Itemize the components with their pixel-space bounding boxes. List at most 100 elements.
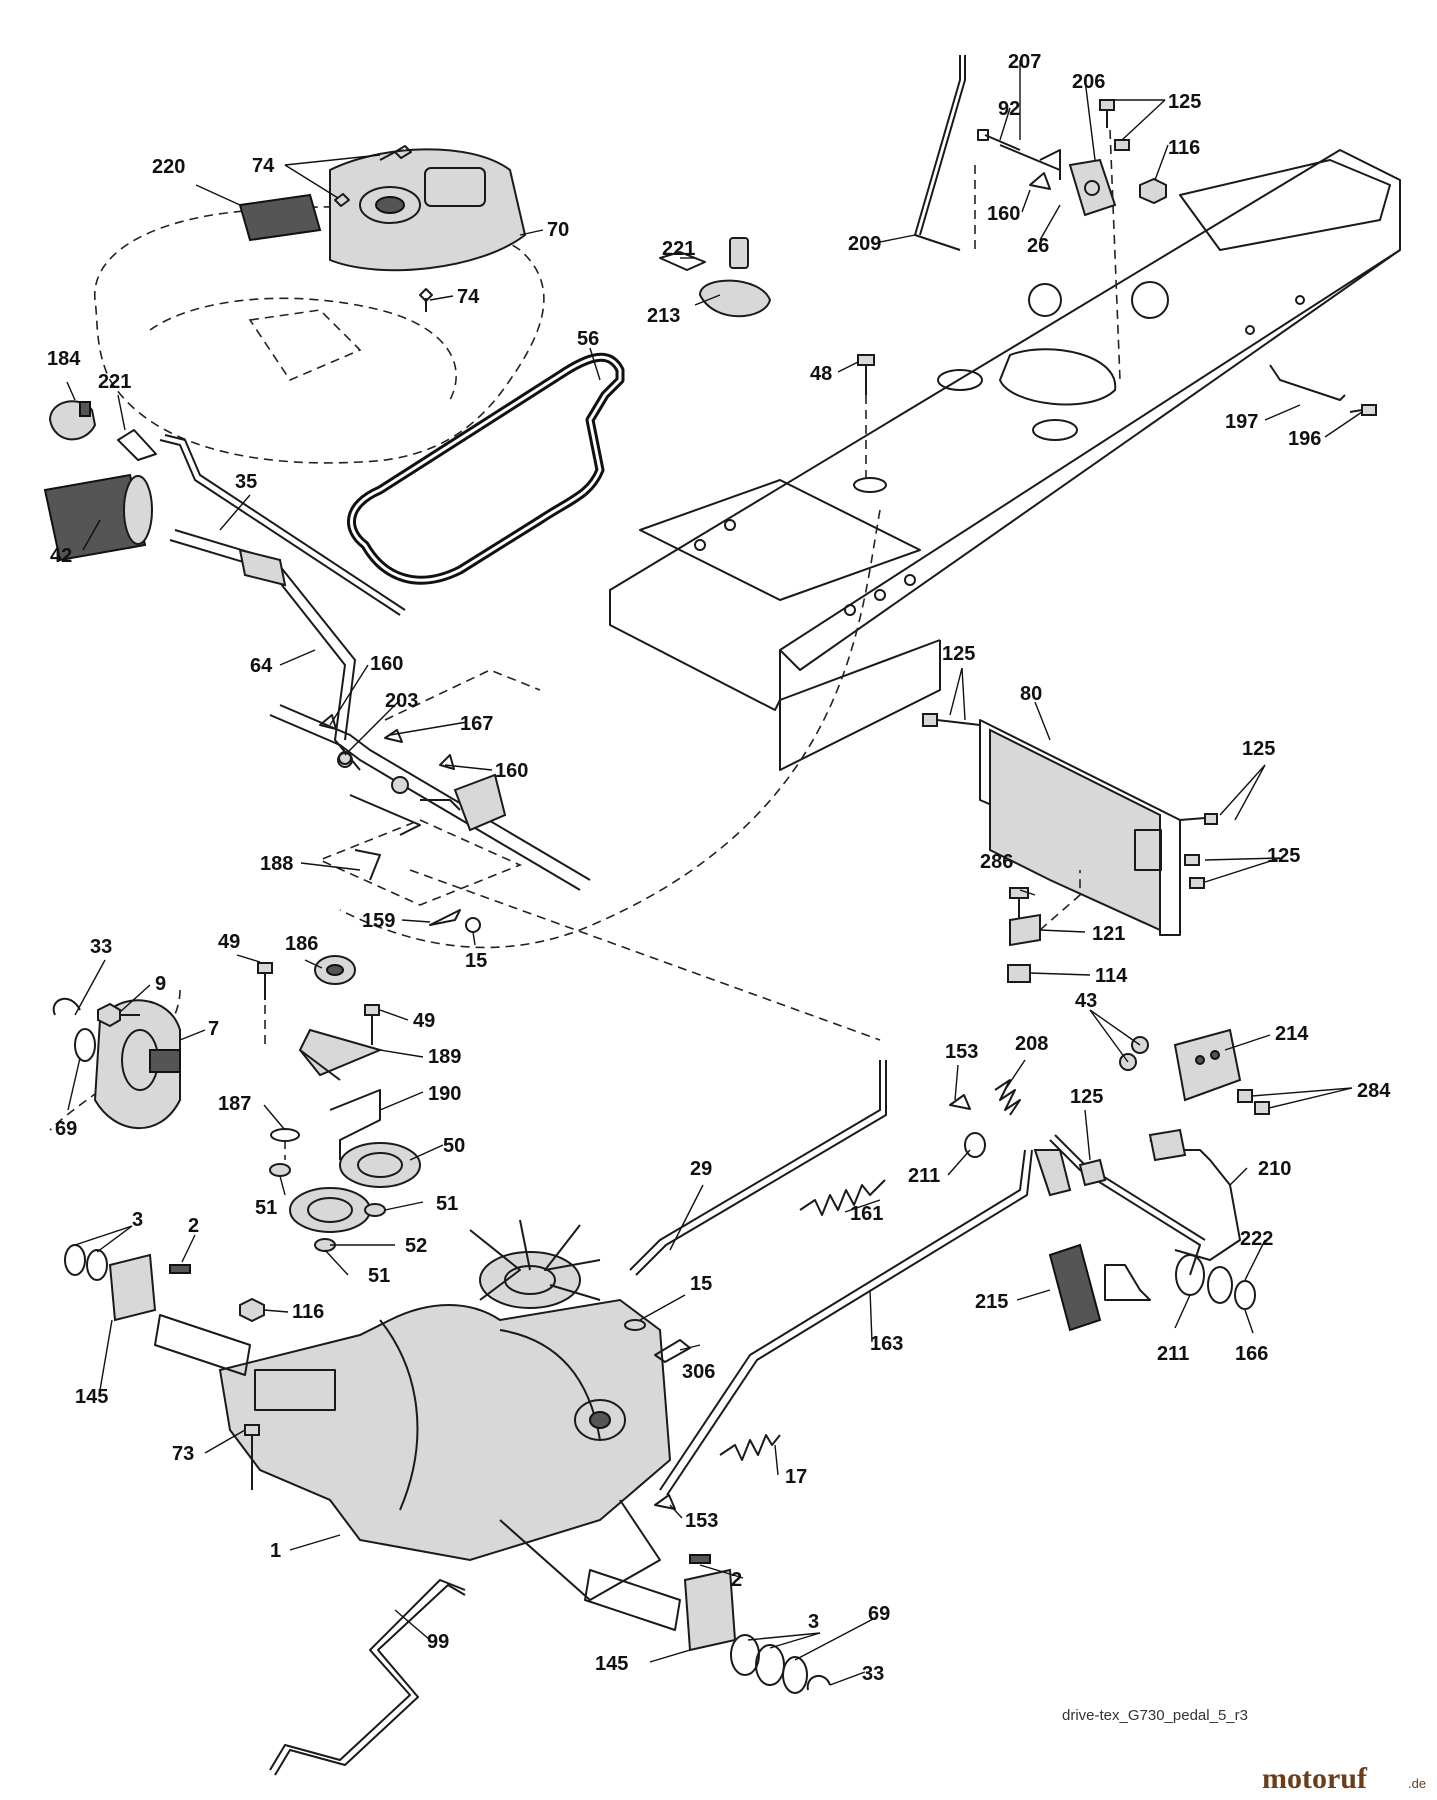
callout: 207	[1008, 51, 1041, 73]
callout: 160	[987, 203, 1020, 225]
arm-lower-pedal	[1104, 1264, 1151, 1301]
callout-labels: 220 74 70 74 221 213 56 184 221 35 42 64…	[47, 51, 1391, 1685]
washer-211-upper	[964, 1132, 986, 1158]
callout: 184	[47, 348, 81, 370]
key-2-right	[689, 1554, 711, 1564]
callout: 213	[647, 305, 680, 327]
callout: 17	[785, 1466, 807, 1488]
callout: 188	[260, 853, 293, 875]
arm-190	[329, 1089, 381, 1160]
callout: 211	[908, 1165, 940, 1187]
hub-7	[93, 999, 181, 1130]
callout: 125	[1242, 738, 1275, 760]
bracket-145-left	[108, 1253, 157, 1322]
nut-116-transaxle	[239, 1297, 265, 1323]
diagram-filename: drive-tex_G730_pedal_5_r3	[1062, 1707, 1248, 1724]
bolt-74-top	[379, 145, 412, 161]
shaft-64	[169, 529, 361, 771]
axle-right	[584, 1569, 681, 1631]
callout: 286	[980, 851, 1013, 873]
callout: 3	[132, 1209, 143, 1231]
pin-159-washer-15	[429, 909, 481, 933]
bolt-125-top	[1099, 99, 1130, 151]
belt-56	[347, 352, 625, 585]
axle-left	[154, 1314, 251, 1376]
clip-33-right	[806, 1675, 831, 1691]
callout: 49	[218, 931, 240, 953]
callout: 3	[808, 1611, 819, 1633]
callout: 116	[1168, 137, 1200, 159]
watermark-logo: motoruf .de	[1262, 1762, 1426, 1795]
callout: 208	[1015, 1033, 1048, 1055]
callout: 48	[810, 363, 832, 385]
callout: 145	[595, 1653, 628, 1675]
clip-33-left	[52, 997, 81, 1016]
bracket-80	[979, 719, 1181, 936]
callout: 222	[1240, 1228, 1273, 1250]
callout: 125	[942, 643, 975, 665]
pulley-52	[289, 1187, 371, 1233]
callout: 70	[547, 219, 569, 241]
clip-221-left	[117, 429, 157, 461]
callout: 187	[218, 1093, 251, 1115]
spring-208	[994, 1079, 1021, 1116]
callout: 80	[1020, 683, 1042, 705]
pin-153-upper	[949, 1094, 971, 1110]
rod-197	[1269, 364, 1346, 401]
callout: 56	[577, 328, 599, 350]
clip-221-top	[659, 251, 706, 271]
callout: 43	[1075, 990, 1097, 1012]
callout: 50	[443, 1135, 465, 1157]
callout: 42	[50, 545, 72, 567]
transaxle-1	[218, 1298, 672, 1601]
bolt-74-low	[419, 288, 433, 312]
pivot-207-206	[999, 144, 1117, 217]
bolt-196	[1349, 404, 1377, 416]
bolt-125-left	[922, 713, 981, 727]
bolt-74-mid	[334, 193, 350, 207]
callout: 125	[1070, 1086, 1103, 1108]
washer-69-left	[74, 1028, 96, 1062]
bolt-49-left	[257, 962, 273, 1000]
washers-3-right	[730, 1634, 785, 1686]
dashed-bracket-link	[1039, 870, 1081, 931]
lever-assembly-188	[269, 704, 591, 891]
callout: 33	[862, 1663, 884, 1685]
bolt-9	[97, 1002, 140, 1028]
bolt-125-right	[1179, 813, 1218, 889]
callout: 284	[1357, 1080, 1391, 1102]
callout: 29	[690, 1158, 712, 1180]
callout: 51	[368, 1265, 390, 1287]
callout: 145	[75, 1386, 108, 1408]
callout: 114	[1095, 965, 1128, 987]
callout: 51	[255, 1197, 277, 1219]
callout: 196	[1288, 428, 1321, 450]
callout: 221	[98, 371, 131, 393]
callout: 306	[682, 1361, 715, 1383]
bolt-92	[977, 129, 1021, 151]
callout: 121	[1092, 923, 1125, 945]
rod-99	[269, 1579, 466, 1776]
callout: 74	[252, 155, 275, 177]
pin-160-top	[1029, 172, 1051, 190]
leader-lines	[66, 60, 1363, 1686]
nut-114	[1007, 964, 1031, 983]
pedal-214	[1173, 1028, 1242, 1102]
spring-161	[799, 1179, 886, 1216]
callout: 69	[868, 1603, 890, 1625]
callout: 33	[90, 936, 112, 958]
callout: 211	[1157, 1343, 1189, 1365]
callout: 15	[465, 950, 487, 972]
watermark-brand: motoruf	[1262, 1762, 1368, 1795]
pin-153-lower	[654, 1494, 676, 1510]
decal-220	[238, 193, 322, 242]
bolt-286	[1009, 887, 1029, 920]
pedal-arm-210	[1148, 1128, 1241, 1261]
callout: 189	[428, 1046, 461, 1068]
rod-29	[629, 1060, 887, 1276]
frame	[609, 149, 1401, 771]
callout: 210	[1258, 1158, 1291, 1180]
bolt-125-pedal	[1078, 1158, 1107, 1187]
callout: 186	[285, 933, 318, 955]
callout: 15	[690, 1273, 712, 1295]
